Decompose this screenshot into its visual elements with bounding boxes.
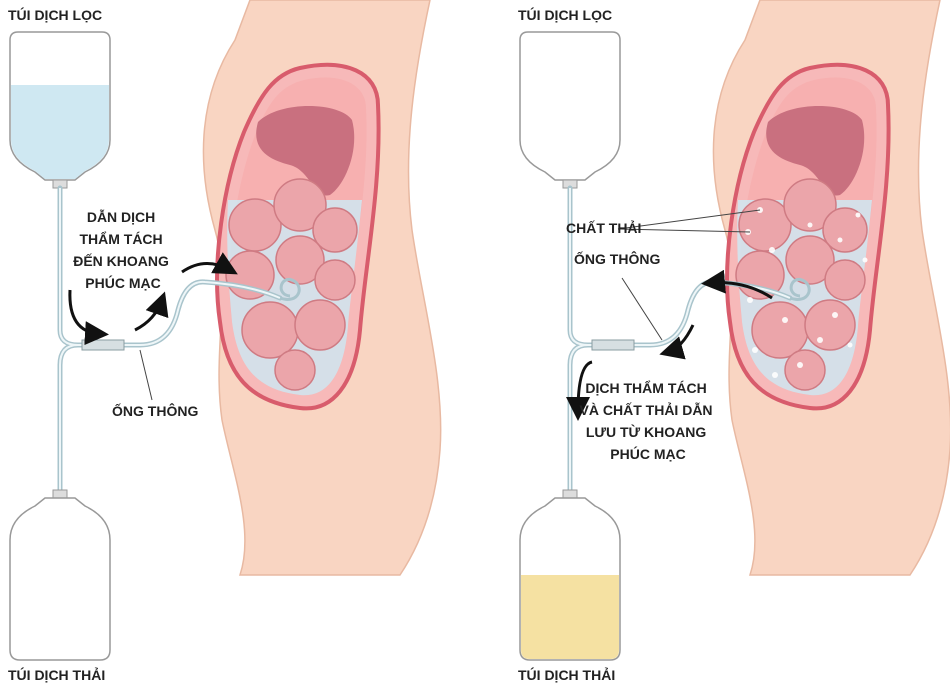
drain-bag-bottom [9, 489, 111, 661]
tube-connector [81, 339, 125, 351]
top-bag-label: TÚI DỊCH LỌC [518, 6, 612, 23]
flow-label-line: THẨM TÁCH [79, 230, 162, 247]
catheter-label: ỐNG THÔNG [574, 250, 660, 267]
drain-label-line: VÀ CHẤT THẢI DẪN [580, 402, 713, 418]
catheter-label: ỐNG THÔNG [112, 402, 198, 419]
waste-label: CHẤT THẢI [566, 220, 641, 236]
catheter-coil [279, 278, 301, 301]
catheter-pointer-line [621, 277, 663, 341]
tubing-inner [59, 188, 281, 492]
flow-arrows [566, 269, 773, 421]
flow-label-line: ĐẾN KHOANG [73, 253, 169, 269]
right-panel-drainage: TÚI DỊCH LỌC CHẤT THẢI ỐNG THÔNG DỊCH TH… [518, 0, 950, 683]
waste-pointer-lines [617, 209, 761, 233]
flow-label-line: DẪN DỊCH [87, 209, 155, 225]
flow-label: DẪN DỊCH THẨM TÁCH ĐẾN KHOANG PHÚC MẠC [73, 209, 173, 291]
left-panel-infusion: TÚI DỊCH LỌC DẪN DỊCH THẨM TÁCH ĐẾN KHOA… [8, 0, 443, 683]
drain-label-line: DỊCH THẨM TÁCH [585, 379, 706, 396]
intestines [735, 178, 868, 391]
catheter-pointer-line [139, 349, 153, 401]
tube-connector [591, 339, 635, 351]
liver-organ [256, 106, 355, 196]
liver-organ [766, 106, 865, 196]
drain-bag-bottom [519, 489, 621, 661]
flow-arrows [68, 252, 238, 346]
flow-label-line: PHÚC MẠC [85, 274, 160, 291]
bottom-bag-label: TÚI DỊCH THẢI [8, 666, 105, 683]
drain-label: DỊCH THẨM TÁCH VÀ CHẤT THẢI DẪN LƯU TỪ K… [580, 379, 717, 462]
dialysate-bag-top [9, 31, 111, 189]
catheter-coil [789, 278, 811, 301]
drain-label-line: PHÚC MẠC [610, 445, 685, 462]
intestines [225, 178, 358, 391]
drain-label-line: LƯU TỪ KHOANG [586, 423, 707, 440]
bottom-bag-label: TÚI DỊCH THẢI [518, 666, 615, 683]
waste-particles [745, 207, 868, 378]
dialysate-bag-top [519, 31, 621, 189]
top-bag-label: TÚI DỊCH LỌC [8, 6, 102, 23]
